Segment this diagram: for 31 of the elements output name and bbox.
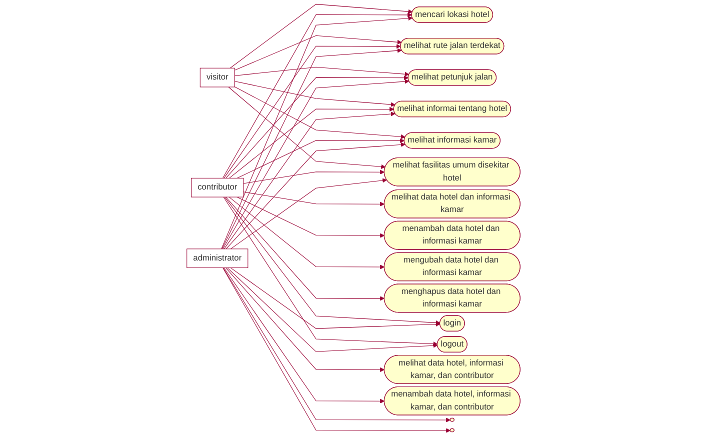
arrow — [223, 196, 438, 346]
arrow — [221, 16, 413, 250]
node-box: administrator — [186, 248, 248, 268]
arrow — [230, 178, 387, 250]
arrow — [234, 80, 396, 107]
arrow — [228, 196, 385, 270]
arrow — [222, 48, 402, 250]
arrow — [227, 268, 438, 352]
arrow — [228, 86, 386, 169]
arrow — [243, 170, 385, 184]
arrow — [224, 44, 401, 178]
arrow — [224, 268, 385, 404]
node-box: visitor — [200, 68, 235, 88]
arrow — [226, 268, 385, 372]
arrow — [234, 86, 406, 140]
arrow — [230, 4, 413, 68]
arrow — [228, 106, 394, 178]
arrow — [234, 66, 410, 76]
arrow — [222, 12, 412, 178]
arrow — [230, 268, 440, 329]
arrow — [234, 35, 402, 70]
arrow — [224, 196, 440, 325]
arrow — [236, 138, 405, 178]
arrow — [236, 196, 385, 238]
arrow — [224, 112, 396, 250]
arrow — [226, 142, 406, 250]
arrow — [222, 79, 410, 250]
arrow — [226, 76, 409, 178]
arrow — [226, 196, 385, 301]
node-box: contributor — [191, 178, 244, 198]
arrow — [243, 192, 385, 206]
